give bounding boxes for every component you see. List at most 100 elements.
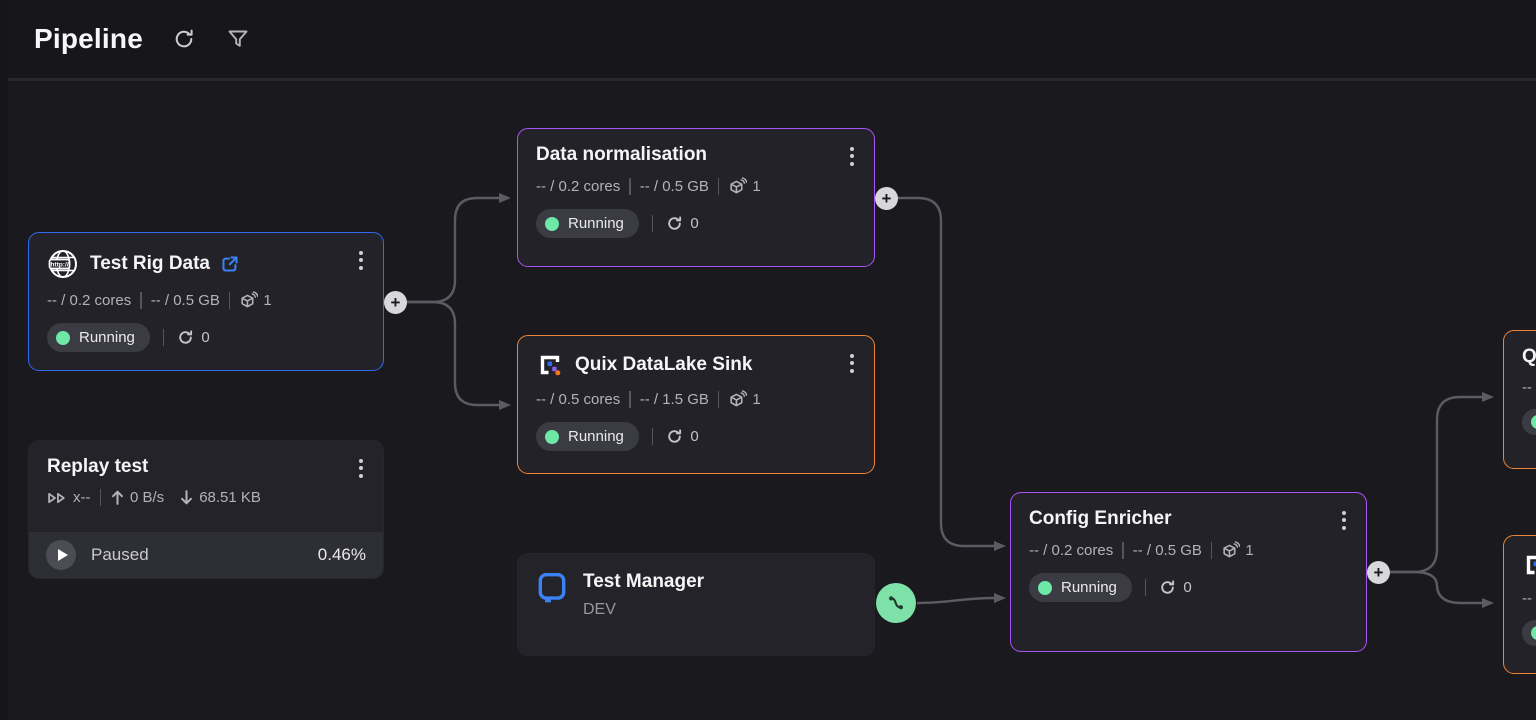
quix-logo-icon — [1522, 551, 1536, 579]
status-dot — [545, 429, 559, 444]
cpu-usage: -- / 0.2 cores — [47, 292, 132, 309]
separator — [717, 178, 720, 195]
page-title: Pipeline — [34, 23, 143, 54]
connection-wire-button[interactable] — [876, 583, 916, 623]
deployments-count: 1 — [752, 178, 761, 195]
node-menu-button[interactable] — [842, 143, 862, 169]
replay-control-bar: Paused 0.46% — [29, 532, 383, 578]
node-data-normalisation[interactable]: Data normalisation -- / 0.2 cores -- / 0… — [517, 128, 875, 267]
status-badge — [1522, 620, 1536, 646]
add-destination-button-testrig[interactable]: + — [384, 291, 407, 314]
svg-text:http://: http:// — [50, 262, 68, 269]
deployments-count: 1 — [1245, 542, 1254, 559]
restarts-count: 0 — [690, 215, 699, 232]
edge-testrig-to-datanorm — [407, 193, 511, 304]
node-menu-button[interactable] — [351, 247, 371, 273]
deployments-count: 1 — [263, 292, 272, 309]
separator — [1210, 542, 1213, 559]
node-menu-button[interactable] — [842, 350, 862, 376]
upload-rate: 0 B/s — [130, 489, 165, 506]
external-link-icon[interactable] — [221, 255, 239, 273]
separator — [99, 489, 101, 506]
filter-button[interactable] — [225, 26, 251, 52]
deployments-icon — [1223, 541, 1241, 558]
memory-usage: -- / 1.5 GB — [639, 391, 709, 408]
replay-progress: 0.46% — [317, 545, 366, 564]
node-title: Test Rig Data — [90, 253, 211, 274]
replay-speed: x-- — [73, 489, 91, 506]
node-replay-test[interactable]: Replay test x-- 0 B/s 68.51 KB Paused 0.… — [28, 440, 384, 579]
restarts-count: 0 — [690, 428, 699, 445]
add-destination-button-datanorm[interactable]: + — [875, 187, 898, 210]
play-button[interactable] — [46, 540, 76, 570]
node-quix-datalake-sink[interactable]: Quix DataLake Sink -- / 0.5 cores -- / 1… — [517, 335, 875, 474]
separator — [228, 292, 231, 309]
status-dot — [56, 330, 70, 345]
separator — [140, 292, 142, 309]
node-menu-button[interactable] — [351, 455, 371, 481]
route-icon — [889, 596, 903, 610]
restarts-icon — [179, 330, 193, 344]
cpu-usage: -- / 0.2 cores — [536, 178, 621, 195]
edge-testmanager-to-config — [916, 593, 1006, 605]
status-label: Running — [79, 329, 135, 346]
memory-usage: -- / 0.5 GB — [639, 178, 709, 195]
status-label: Running — [568, 215, 624, 232]
refresh-icon — [175, 29, 193, 48]
cpu-usage: -- — [1522, 590, 1532, 607]
node-config-enricher[interactable]: Config Enricher -- / 0.2 cores -- / 0.5 … — [1010, 492, 1367, 652]
node-title: Replay test — [47, 456, 149, 477]
upload-arrow-icon — [112, 490, 123, 505]
node-menu-button[interactable] — [1334, 507, 1354, 533]
fast-forward-icon — [48, 492, 65, 503]
separator — [1144, 579, 1147, 596]
cpu-usage: -- / 0.2 cores — [1029, 542, 1114, 559]
separator — [1122, 542, 1124, 559]
deployments-icon — [241, 291, 259, 308]
node-partial-top-right[interactable]: Q -- — [1503, 330, 1536, 469]
download-total: 68.51 KB — [199, 489, 261, 506]
restarts-icon — [668, 429, 682, 443]
status-dot — [1038, 580, 1052, 595]
node-title: Test Manager — [583, 571, 705, 592]
memory-usage: -- / 0.5 GB — [150, 292, 220, 309]
memory-usage: -- / 0.5 GB — [1132, 542, 1202, 559]
http-globe-icon: http:// — [47, 248, 79, 280]
node-partial-bottom-right[interactable]: -- — [1503, 535, 1536, 674]
environment-label: DEV — [583, 601, 616, 618]
refresh-button[interactable] — [171, 26, 197, 52]
cpu-usage: -- — [1522, 379, 1532, 396]
play-icon — [57, 549, 68, 561]
deployments-icon — [730, 177, 748, 194]
status-dot — [1531, 626, 1536, 640]
restarts-count: 0 — [1183, 579, 1192, 596]
restarts-icon — [1161, 580, 1175, 594]
replay-state-label: Paused — [91, 545, 149, 564]
restarts-count: 0 — [201, 329, 210, 346]
node-title: Quix DataLake Sink — [575, 354, 753, 375]
edge-config-to-topright — [1390, 392, 1494, 574]
status-label: Running — [568, 428, 624, 445]
separator — [651, 428, 654, 445]
status-badge: Running — [536, 422, 639, 451]
restarts-icon — [668, 216, 682, 230]
add-destination-button-config[interactable]: + — [1367, 561, 1390, 584]
separator — [717, 391, 720, 408]
edge-datanorm-to-config — [897, 196, 1006, 551]
quix-logo-icon — [536, 351, 564, 379]
cpu-usage: -- / 0.5 cores — [536, 391, 621, 408]
status-badge: Running — [47, 323, 150, 352]
status-badge: Running — [536, 209, 639, 238]
status-dot — [545, 216, 559, 231]
deployments-icon — [730, 390, 748, 407]
separator — [651, 215, 654, 232]
filter-icon — [228, 30, 248, 47]
pipeline-header: Pipeline — [8, 0, 1536, 81]
node-title: Q — [1522, 346, 1536, 367]
edge-testrig-to-datalake — [407, 300, 511, 410]
node-test-rig-data[interactable]: http:// Test Rig Data -- / 0.2 cores -- … — [28, 232, 384, 371]
separator — [162, 329, 165, 346]
node-test-manager[interactable]: Test Manager DEV — [517, 553, 875, 656]
node-title: Config Enricher — [1029, 508, 1172, 529]
status-label: Running — [1061, 579, 1117, 596]
